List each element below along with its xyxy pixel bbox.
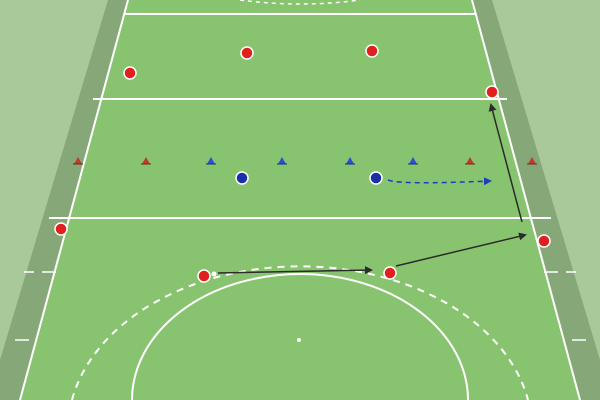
run-arrow xyxy=(387,177,492,186)
pass-arrow xyxy=(217,266,373,275)
blue-cone xyxy=(346,157,354,164)
attacker-player xyxy=(54,222,68,236)
attacker-player xyxy=(383,266,397,280)
blue-cone xyxy=(278,157,286,164)
blue-cone xyxy=(409,157,417,164)
red-cone xyxy=(142,157,150,164)
top-dashed-arc xyxy=(239,0,361,5)
cones xyxy=(73,157,537,165)
attacker-player xyxy=(485,85,499,99)
attacker-player-with-ball xyxy=(197,269,211,283)
red-cone xyxy=(466,157,474,164)
pass-arrow xyxy=(395,232,527,267)
defenders xyxy=(235,171,383,185)
attacker-player xyxy=(123,66,137,80)
attackers xyxy=(54,44,551,283)
attacker-player xyxy=(365,44,379,58)
red-cone xyxy=(74,157,82,164)
red-cone xyxy=(528,157,536,164)
left-sideline xyxy=(19,0,129,400)
shooting-circle xyxy=(131,273,469,400)
pass-arrow xyxy=(488,103,523,223)
blue-cone xyxy=(207,157,215,164)
attacker-player xyxy=(537,234,551,248)
penalty-spot xyxy=(297,338,301,342)
attacker-player xyxy=(240,46,254,60)
defender-player xyxy=(235,171,249,185)
defender-player xyxy=(369,171,383,185)
ball xyxy=(211,271,217,277)
right-sideline xyxy=(471,0,581,400)
